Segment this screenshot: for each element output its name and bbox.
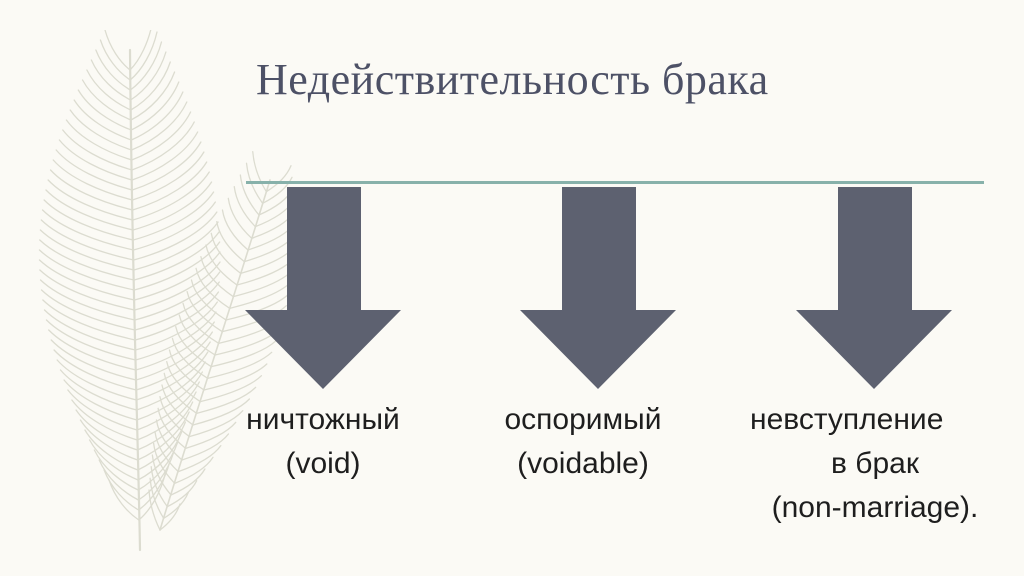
arrow-down-icon-non-marriage bbox=[796, 187, 952, 389]
arrow-down-icon-voidable bbox=[520, 187, 676, 389]
label-void-term: ничтожный bbox=[246, 403, 400, 436]
label-voidable-term: оспоримый bbox=[504, 403, 662, 436]
label-void-english: (void) bbox=[285, 447, 361, 480]
label-non-marriage-term-cont: в брак bbox=[831, 447, 919, 480]
slide-title: Недействительность брака bbox=[256, 55, 769, 104]
label-voidable-english: (voidable) bbox=[517, 447, 649, 480]
label-voidable: оспоримый (voidable) bbox=[483, 398, 683, 486]
label-non-marriage: невступление в брак (non-marriage). bbox=[740, 398, 1010, 530]
label-void: ничтожный (voidable) (void) bbox=[223, 398, 423, 486]
arrow-down-icon-void bbox=[245, 187, 401, 389]
label-non-marriage-english: (non-marriage). bbox=[771, 491, 979, 524]
feather-icon bbox=[38, 30, 296, 552]
label-non-marriage-term: невступление bbox=[750, 403, 944, 436]
divider-line bbox=[246, 181, 984, 184]
